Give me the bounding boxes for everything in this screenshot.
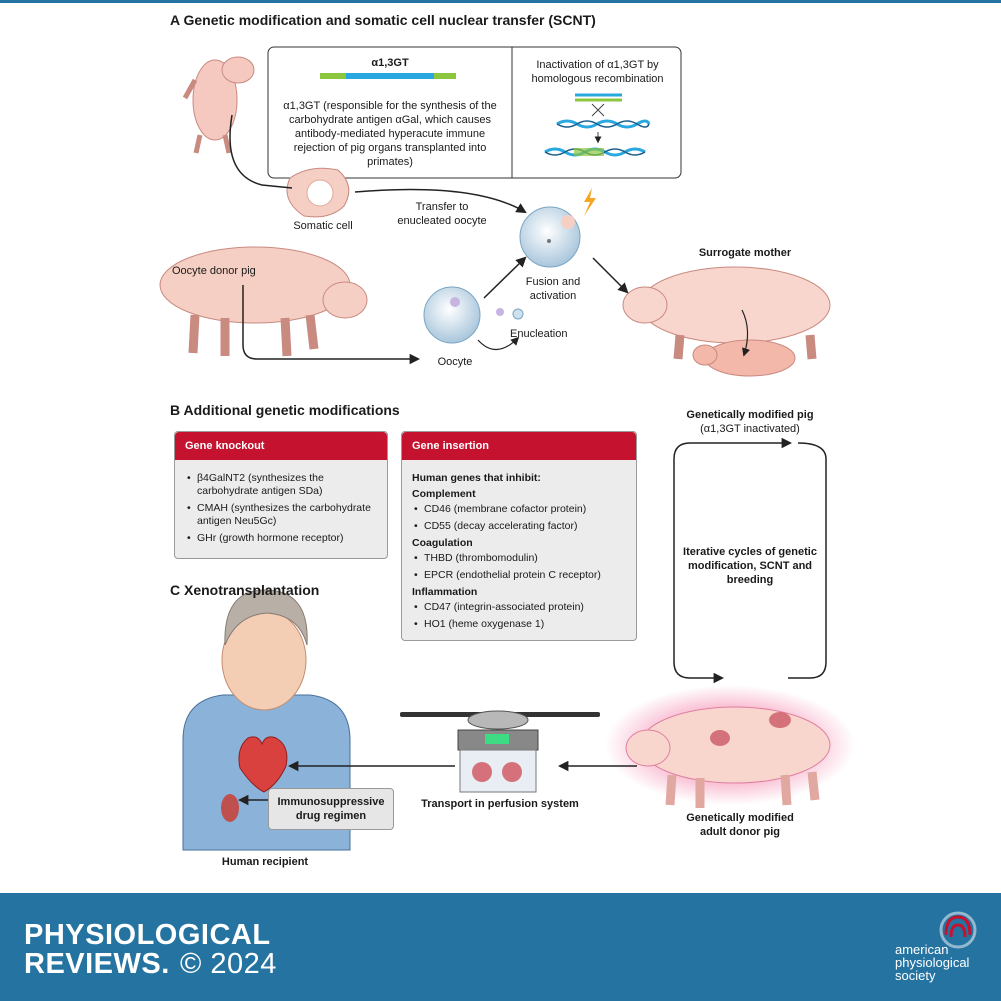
gene-knockout-box: Gene knockout β4GalNT2 (synthesizes the … (174, 431, 388, 559)
arrow-oocyte-to-fusion (483, 256, 527, 299)
list-item: CD47 (integrin-associated protein) (412, 601, 626, 614)
section-a-title: A Genetic modification and somatic cell … (170, 12, 596, 28)
donor-label: Genetically modified adult donor pig (686, 812, 794, 838)
insertion-title: Gene insertion (402, 432, 636, 460)
list-item: CD55 (decay accelerating factor) (412, 520, 626, 533)
transport-label: Transport in perfusion system (421, 798, 579, 810)
heart-icon (238, 736, 288, 793)
cycle-loop-right (788, 442, 827, 679)
insertion-intro: Human genes that inhibit: (412, 472, 541, 484)
society-line1: american (895, 942, 949, 957)
gene-info-box (267, 46, 682, 179)
section-b-title: B Additional genetic modifications (170, 402, 400, 418)
gm-pig-label: Genetically modified pig (686, 409, 814, 421)
heart-icon (710, 730, 730, 746)
footer-band: PHYSIOLOGICAL REVIEWS. © 2024 american p… (0, 893, 1001, 1001)
adult-donor-pig (605, 685, 855, 808)
knockout-list: β4GalNT2 (synthesizes the carbohydrate a… (175, 460, 387, 545)
list-item: HO1 (heme oxygenase 1) (412, 618, 626, 631)
gene-insertion-box: Gene insertion Human genes that inhibit:… (401, 431, 637, 641)
copyright: © 2024 (180, 948, 277, 980)
list-item: β4GalNT2 (synthesizes the carbohydrate a… (185, 472, 377, 498)
lightning-icon (584, 188, 596, 216)
fusion-label: Fusion and activation (525, 276, 581, 302)
inactivation-label: Inactivation of α1,3GT by homologous rec… (531, 59, 664, 85)
transfer-label: Transfer to enucleated oocyte (397, 201, 487, 227)
surrogate-label: Surrogate mother (698, 247, 792, 259)
arrow-fusion-to-surrogate (592, 257, 629, 294)
top-rule (0, 0, 1001, 3)
list-item: THBD (thrombomodulin) (412, 552, 626, 565)
gene-label: α1,3GT (371, 57, 409, 69)
complement-label: Complement (412, 488, 476, 500)
recombination-icon (544, 93, 651, 157)
aps-logo-icon (939, 911, 977, 949)
coagulation-label: Coagulation (412, 537, 473, 549)
cycle-loop-left (673, 442, 725, 684)
gene-bar (320, 73, 456, 79)
kidney-icon (221, 794, 239, 822)
piglet-illustration (182, 56, 255, 154)
oocyte-cell (423, 286, 524, 344)
arrow-enucleation (477, 336, 520, 351)
immunosuppressive-badge: Immunosuppressive drug regimen (268, 788, 394, 830)
surrogate-mother-pig (622, 266, 831, 377)
recipient-label: Human recipient (221, 856, 309, 868)
oocyte-label: Oocyte (437, 356, 473, 368)
gene-description: α1,3GT (responsible for the synthesis of… (283, 100, 497, 168)
perfusion-drone (400, 710, 600, 793)
somatic-cell (286, 167, 350, 218)
knockout-title: Gene knockout (175, 432, 387, 460)
enucleation-label: Enucleation (510, 328, 568, 340)
inflammation-label: Inflammation (412, 586, 478, 598)
fusion-cell (519, 188, 596, 268)
iterative-cycles-label: Iterative cycles of genetic modification… (683, 546, 817, 586)
oocyte-donor-pig (159, 246, 368, 357)
list-item: CMAH (synthesizes the carbohydrate antig… (185, 502, 377, 528)
gm-pig-sublabel: (α1,3GT inactivated) (700, 423, 800, 435)
arrow-piglet-to-cell (229, 114, 293, 189)
arrow-donor-to-oocyte (242, 285, 421, 365)
journal-title-line1: PHYSIOLOGICAL (24, 919, 271, 951)
somatic-cell-label: Somatic cell (293, 220, 353, 232)
oocyte-donor-label: Oocyte donor pig (172, 265, 256, 277)
list-item: CD46 (membrane cofactor protein) (412, 503, 626, 516)
list-item: EPCR (endothelial protein C receptor) (412, 569, 626, 582)
kidney-icon (769, 712, 791, 728)
arrow-cell-to-fusion (354, 188, 527, 214)
society-line3: society (895, 968, 936, 983)
section-c-title: C Xenotransplantation (170, 582, 320, 598)
list-item: GHr (growth hormone receptor) (185, 532, 377, 545)
society-line2: physiological (895, 955, 970, 970)
journal-title-line2: REVIEWS. (24, 948, 170, 980)
